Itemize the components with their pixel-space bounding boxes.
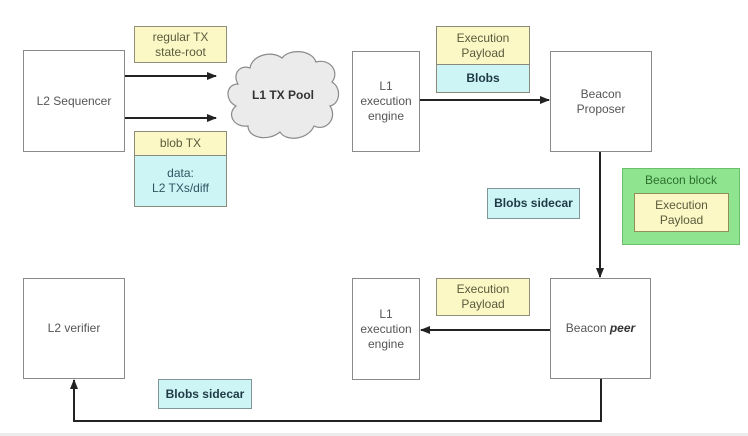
exec-payload-top-line1: Execution — [456, 30, 510, 45]
beacon-peer-emphasis: peer — [609, 321, 636, 335]
l1-tx-pool-label: L1 TX Pool — [251, 88, 314, 102]
execution-payload-top: Execution Payload — [437, 27, 529, 65]
beacon-peer-prefix: Beacon — [565, 321, 610, 335]
regular-tx-line2: state-root — [155, 44, 206, 59]
beacon-block-title: Beacon block — [644, 173, 718, 187]
beacon-block-payload-line1: Execution — [655, 197, 708, 212]
l2-verifier-label: L2 verifier — [47, 321, 101, 335]
l1-engine-bottom-line3: engine — [367, 336, 405, 351]
blobs-sidecar-right-text: Blobs sidecar — [494, 196, 573, 210]
beacon-peer-label: Beacon peer — [566, 321, 635, 336]
regular-tx-label-box: regular TX state-root — [134, 26, 227, 63]
beacon-block-payload-line2: Payload — [659, 212, 704, 227]
l2-verifier-node: L2 verifier — [23, 278, 125, 379]
blobs-sidecar-bottom: Blobs sidecar — [158, 379, 252, 409]
blobs-sidecar-bottom-text: Blobs sidecar — [165, 386, 245, 401]
exec-payload-bottom-line1: Execution — [456, 282, 510, 296]
exec-payload-bottom-line2: Payload — [461, 297, 505, 311]
execution-payload-blobs-stack: Execution Payload Blobs — [436, 26, 530, 93]
l2-sequencer-node: L2 Sequencer — [23, 50, 125, 152]
beacon-proposer-node: Beacon Proposer — [550, 51, 652, 152]
l1-engine-bottom-line1: L1 — [379, 306, 393, 321]
l1-execution-engine-top: L1 execution engine — [352, 51, 420, 152]
beacon-peer-node: Beacon peer — [550, 278, 651, 379]
beacon-block-execution-payload: Execution Payload — [634, 193, 729, 232]
blobs-sidecar-right: Blobs sidecar — [487, 188, 580, 219]
beacon-proposer-line2: Proposer — [576, 101, 626, 116]
beacon-proposer-line1: Beacon — [580, 86, 622, 101]
l1-engine-top-line1: L1 — [379, 79, 393, 93]
bottom-strip — [0, 433, 748, 436]
blob-tx-header: blob TX — [135, 132, 226, 156]
cloud-shape — [227, 51, 340, 139]
arrow-peer-to-verifier — [70, 379, 602, 422]
l1-engine-top-line2: execution — [360, 94, 412, 108]
l1-engine-top-line3: engine — [367, 109, 405, 123]
beacon-block: Beacon block Execution Payload — [622, 168, 740, 245]
regular-tx-line1: regular TX — [152, 29, 209, 44]
blob-tx-data-line2: L2 TXs/diff — [152, 181, 209, 195]
l2-sequencer-label: L2 Sequencer — [36, 93, 112, 108]
l1-execution-engine-bottom: L1 execution engine — [352, 278, 420, 380]
exec-payload-top-line2: Payload — [461, 45, 505, 60]
blobs-top: Blobs — [437, 65, 529, 92]
blob-tx-stack: blob TX data: L2 TXs/diff — [134, 131, 227, 207]
blob-tx-header-text: blob TX — [159, 136, 202, 150]
blob-tx-data-line1: data: — [167, 166, 194, 180]
blob-tx-data: data: L2 TXs/diff — [135, 156, 226, 206]
l1-engine-bottom-line2: execution — [360, 321, 412, 336]
blobs-top-text: Blobs — [466, 71, 500, 85]
execution-payload-bottom: Execution Payload — [436, 278, 530, 316]
